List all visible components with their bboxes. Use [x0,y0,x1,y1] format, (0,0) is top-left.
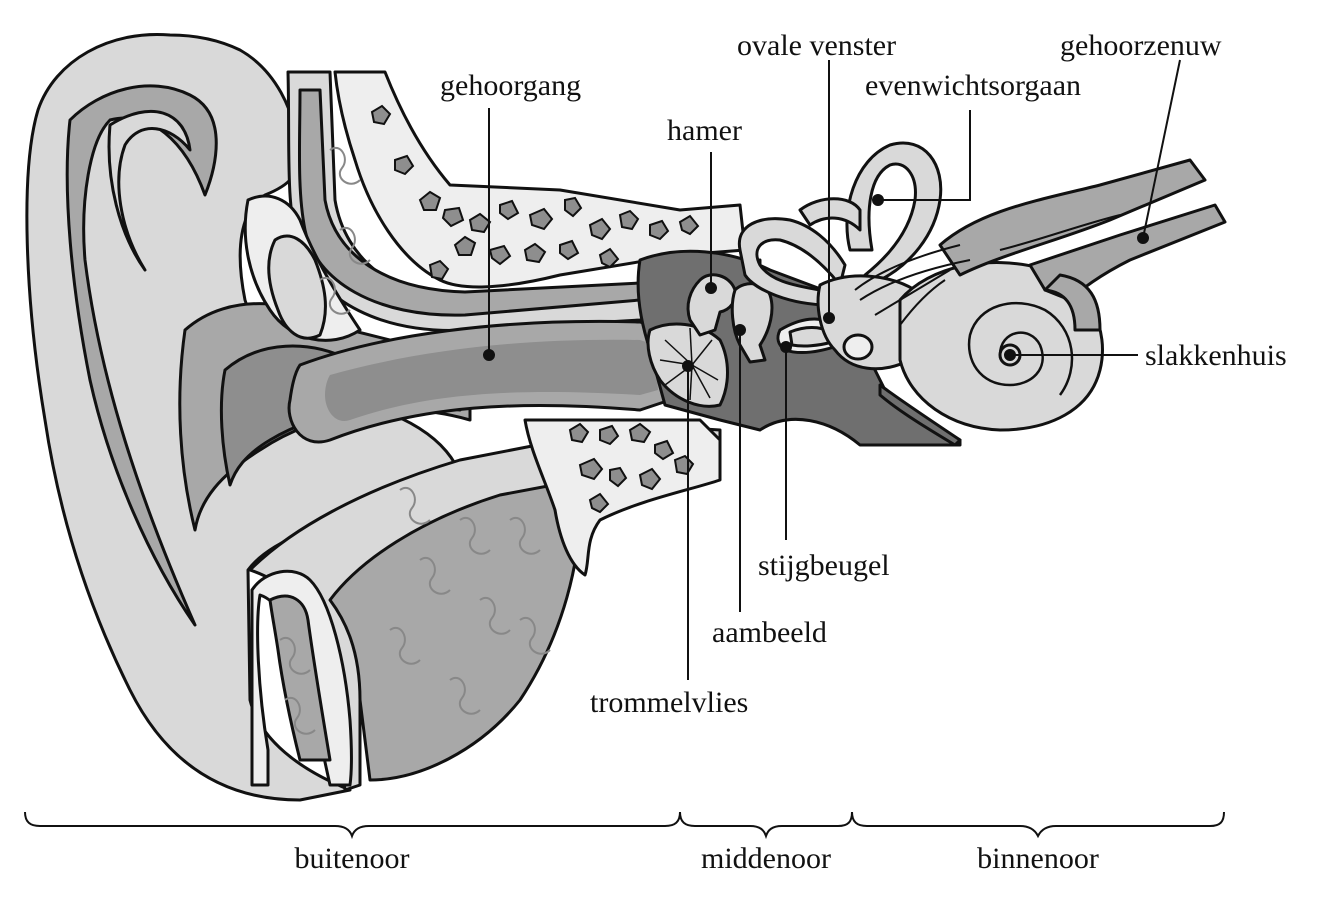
label-stijgbeugel: stijgbeugel [758,549,890,582]
brace-buitenoor [24,811,681,840]
tissue-texture [279,147,551,735]
label-evenwichtsorgaan: evenwichtsorgaan [865,69,1081,102]
leader-lines [483,59,1181,680]
bone-pores-upper [370,104,700,281]
label-gehoorgang: gehoorgang [440,69,581,102]
lower-tissue [248,418,722,792]
eardrum-lines [659,327,719,401]
label-trommelvlies: trommelvlies [590,686,748,719]
region-binnenoor: binnenoor [977,842,1099,875]
nerve-fibers [854,214,1121,326]
region-buitenoor: buitenoor [295,842,410,875]
ear-canal [287,319,672,444]
region-braces [24,811,1225,840]
auditory-nerve [938,158,1227,332]
label-hamer: hamer [667,114,742,147]
brace-middenoor [679,811,853,840]
region-middenoor: middenoor [701,842,831,875]
label-slakkenhuis: slakkenhuis [1145,339,1287,372]
label-gehoorzenuw: gehoorzenuw [1060,29,1222,62]
label-ovale-venster: ovale venster [737,29,896,62]
brace-binnenoor [851,811,1225,839]
region-labels: buitenoor middenoor binnenoor [295,842,1099,875]
structure-labels: gehoorgang hamer ovale venster evenwicht… [440,29,1287,719]
label-aambeeld: aambeeld [712,616,827,649]
